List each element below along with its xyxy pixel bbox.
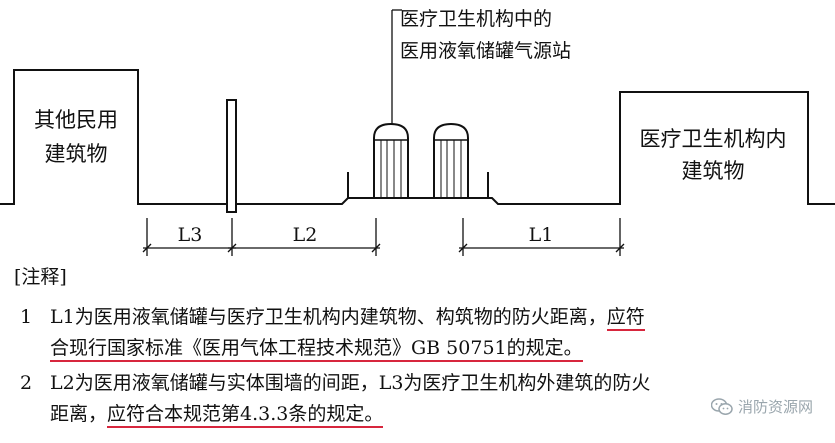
note-1-number: 1	[20, 306, 33, 328]
note-2-number: 2	[20, 372, 33, 394]
dimension-l2-label: L2	[293, 224, 318, 246]
note-1-line-1: L1为医用液氧储罐与医疗卫生机构内建筑物、构筑物的防火距离，应符	[50, 305, 645, 331]
left-building-label-line2: 建筑物	[45, 142, 108, 166]
dimension-l2	[228, 218, 381, 256]
note-1-highlight-a: 应符	[606, 306, 645, 331]
dimension-l1-label: L1	[529, 224, 554, 246]
ground-line	[0, 69, 835, 205]
liquid-oxygen-tank	[373, 122, 409, 199]
note-1-highlight-b: 合现行国家标准《医用气体工程技术规范》GB 50751的规定。	[50, 337, 583, 362]
dimension-l3	[142, 218, 237, 256]
wechat-icon	[710, 397, 733, 415]
solid-wall	[226, 99, 237, 213]
dimension-l3-label: L3	[178, 224, 203, 246]
station-label-line2: 医用液氧储罐气源站	[400, 40, 571, 62]
station-label-line1: 医疗卫生机构中的	[400, 8, 552, 30]
note-1-text-a: L1为医用液氧储罐与医疗卫生机构内建筑物、构筑物的防火距离，	[50, 306, 607, 328]
note-2-line-1: L2为医用液氧储罐与实体围墙的间距，L3为医疗卫生机构外建筑的防火	[50, 372, 651, 394]
right-building-label-line2: 建筑物	[682, 159, 745, 183]
note-2-highlight: 应符合本规范第4.3.3条的规定。	[107, 403, 384, 428]
liquid-oxygen-tank	[433, 122, 469, 199]
watermark-text: 消防资源网	[737, 398, 813, 416]
watermark: 消防资源网	[710, 396, 813, 417]
right-building-label-line1: 医疗卫生机构内	[640, 127, 787, 151]
note-1-line-2: 合现行国家标准《医用气体工程技术规范》GB 50751的规定。	[50, 336, 583, 362]
left-building-label-line1: 其他民用	[34, 108, 118, 132]
note-2-text-b: 距离，	[50, 403, 108, 425]
note-2-line-2: 距离，应符合本规范第4.3.3条的规定。	[50, 402, 384, 428]
notes-heading: [注释]	[14, 266, 67, 288]
dimension-l1	[458, 218, 625, 256]
